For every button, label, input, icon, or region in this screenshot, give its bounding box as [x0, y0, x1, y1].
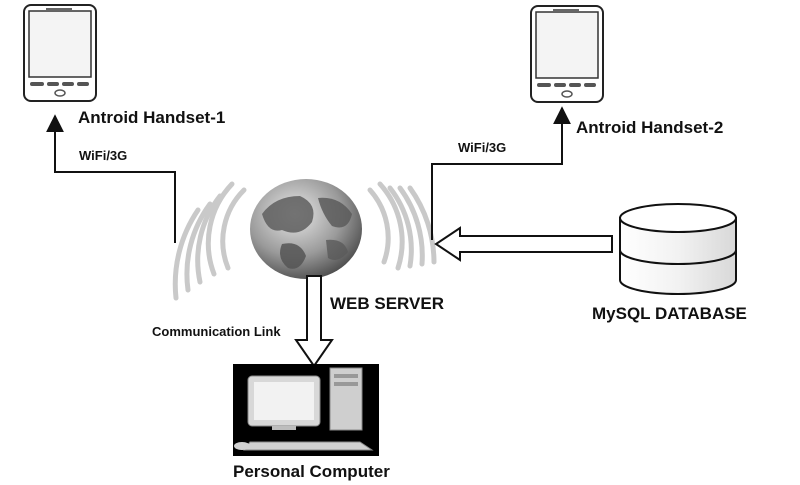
server-to-pc-arrow [294, 275, 334, 368]
database-label: MySQL DATABASE [592, 304, 747, 323]
personal-computer-label: Personal Computer [233, 462, 390, 481]
phone-icon [530, 5, 604, 103]
signal-waves-icon [172, 181, 437, 301]
web-server-label: WEB SERVER [330, 294, 444, 313]
communication-link-label: Communication Link [152, 324, 281, 339]
handset-2-label: Antroid Handset-2 [576, 118, 724, 137]
link-handset-1 [46, 114, 176, 243]
link-handset-2 [431, 106, 571, 240]
computer-icon [233, 364, 379, 456]
handset-2-link-label: WiFi/3G [458, 140, 507, 155]
phone-icon [23, 4, 97, 102]
handset-1-label: Antroid Handset-1 [78, 108, 226, 127]
database-icon [619, 203, 737, 295]
db-to-server-arrow [434, 226, 613, 262]
globe-icon [250, 179, 362, 279]
handset-1-link-label: WiFi/3G [79, 148, 128, 163]
